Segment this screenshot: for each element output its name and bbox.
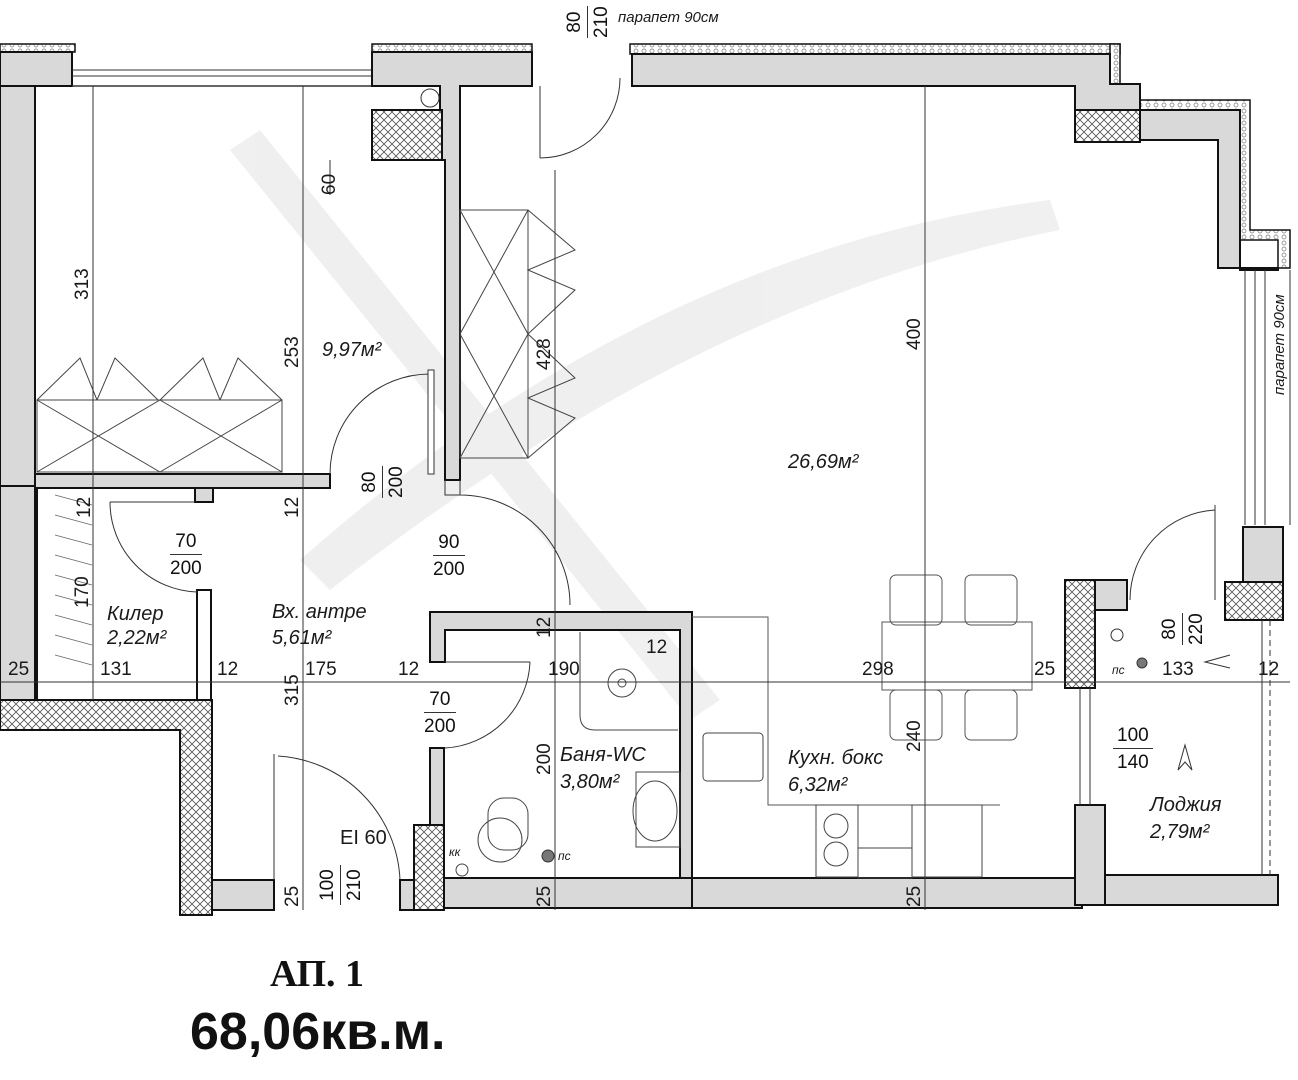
- kk-label: кк: [449, 845, 461, 859]
- room-bath-name: Баня-WC: [560, 744, 646, 766]
- room-bedroom-area: 9,97м²: [322, 339, 382, 361]
- room-storage-name: Килер: [107, 603, 164, 625]
- dim-12-loggia: 12: [1258, 659, 1280, 680]
- dim-313: 313: [72, 268, 93, 300]
- dim-12-bath-top: 12: [534, 616, 555, 638]
- fire-door-rating: EI 60: [340, 827, 387, 849]
- dim-175: 175: [305, 659, 337, 680]
- dim-25-bath: 25: [534, 885, 555, 907]
- room-loggia-area: 2,79м²: [1150, 821, 1210, 843]
- dim-428: 428: [534, 338, 555, 370]
- dim-25-kitchen: 25: [1034, 659, 1056, 680]
- room-living-area: 26,69м²: [788, 451, 859, 473]
- dim-12-bath-wall: 12: [398, 659, 420, 680]
- dim-133: 133: [1162, 659, 1194, 680]
- dim-190: 190: [548, 659, 580, 680]
- room-hall-name: Вх. антре: [272, 601, 367, 623]
- dim-12-wall: 12: [217, 659, 239, 680]
- pc-label-bath: пс: [558, 849, 571, 863]
- dim-240: 240: [904, 720, 925, 752]
- room-storage-area: 2,22м²: [107, 627, 167, 649]
- dim-400: 400: [904, 318, 925, 350]
- dim-25-kitchen-bottom: 25: [904, 885, 925, 907]
- watermark: [230, 130, 1060, 720]
- pc-label-loggia: пс: [1112, 663, 1125, 677]
- dim-12-hall: 12: [282, 496, 303, 518]
- dim-60: 60: [319, 173, 340, 195]
- room-bath-area: 3,80м²: [560, 771, 620, 793]
- dim-315: 315: [282, 674, 303, 706]
- parapet-note-right: парапет 90см: [1271, 294, 1288, 395]
- room-loggia-name: Лоджия: [1150, 794, 1222, 816]
- dim-200: 200: [534, 743, 555, 775]
- dim-25-left: 25: [8, 659, 30, 680]
- dim-298: 298: [862, 659, 894, 680]
- room-hall-area: 5,61м²: [272, 627, 332, 649]
- parapet-note-top: парапет 90см: [618, 9, 719, 26]
- apartment-label: АП. 1: [270, 953, 365, 995]
- dim-25-entrance: 25: [282, 885, 303, 907]
- dim-131: 131: [100, 659, 132, 680]
- room-kitchen-area: 6,32м²: [788, 774, 848, 796]
- dim-12-shower: 12: [646, 637, 668, 658]
- dim-12-storage: 12: [74, 496, 95, 518]
- total-area: 68,06кв.м.: [190, 1003, 446, 1061]
- room-kitchen-name: Кухн. бокс: [788, 747, 884, 769]
- dim-253: 253: [282, 336, 303, 368]
- dim-170: 170: [72, 576, 93, 608]
